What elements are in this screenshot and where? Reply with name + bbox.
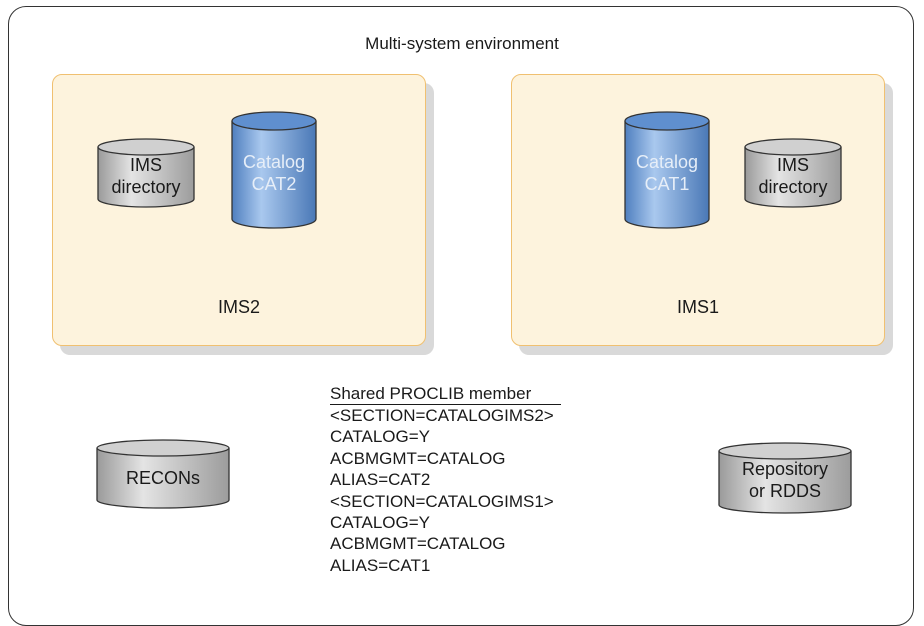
ims1-directory-disk-icon: IMS directory [744,138,842,208]
proclib-line: <SECTION=CATALOGIMS2> [330,406,554,425]
ims2-directory-disk-icon: IMS directory [97,138,195,208]
ims2-catalog-label-line2: CAT2 [251,174,297,194]
proclib-line: <SECTION=CATALOGIMS1> [330,491,554,511]
ims1-catalog-database-icon: Catalog CAT1 [624,111,710,229]
ims2-system-box: IMS directory Catalog CAT2 IMS2 [52,74,426,346]
proclib-line: ACBMGMT=CATALOG [330,534,506,554]
ims1-system-box: Catalog CAT1 IMS directory IMS1 [511,74,885,346]
proclib-line: ALIAS=CAT2 [330,470,431,490]
ims2-directory-label-line1: IMS [129,155,162,175]
proclib-line: ALIAS=CAT1 [330,555,431,575]
environment-title: Multi-system environment [365,34,559,53]
proclib-line: CATALOG=Y [330,427,430,447]
repository-label-line2: or RDDS [748,481,821,501]
recons-label: RECONs [125,468,200,488]
proclib-line: CATALOG=Y [330,513,430,533]
ims1-directory-label-line2: directory [758,177,828,197]
ims1-catalog-label-line1: Catalog [635,152,699,172]
ims1-label: IMS1 [676,297,719,317]
ims2-catalog-database-icon: Catalog CAT2 [231,111,317,229]
ims2-directory-label-line2: directory [111,177,181,197]
proclib-line: ACBMGMT=CATALOG [330,448,506,468]
repository-disk-icon: Repository or RDDS [718,442,852,514]
ims2-catalog-label-line1: Catalog [242,152,306,172]
ims1-catalog-label-line2: CAT1 [644,174,690,194]
shared-proclib-member: Shared PROCLIB member <SECTION=CATALOGIM… [330,383,562,576]
recons-disk-icon: RECONs [96,439,230,509]
proclib-heading: Shared PROCLIB member [330,384,562,405]
ims1-directory-label-line1: IMS [776,155,809,175]
repository-label-line1: Repository [741,459,829,479]
ims2-label: IMS2 [217,297,260,317]
